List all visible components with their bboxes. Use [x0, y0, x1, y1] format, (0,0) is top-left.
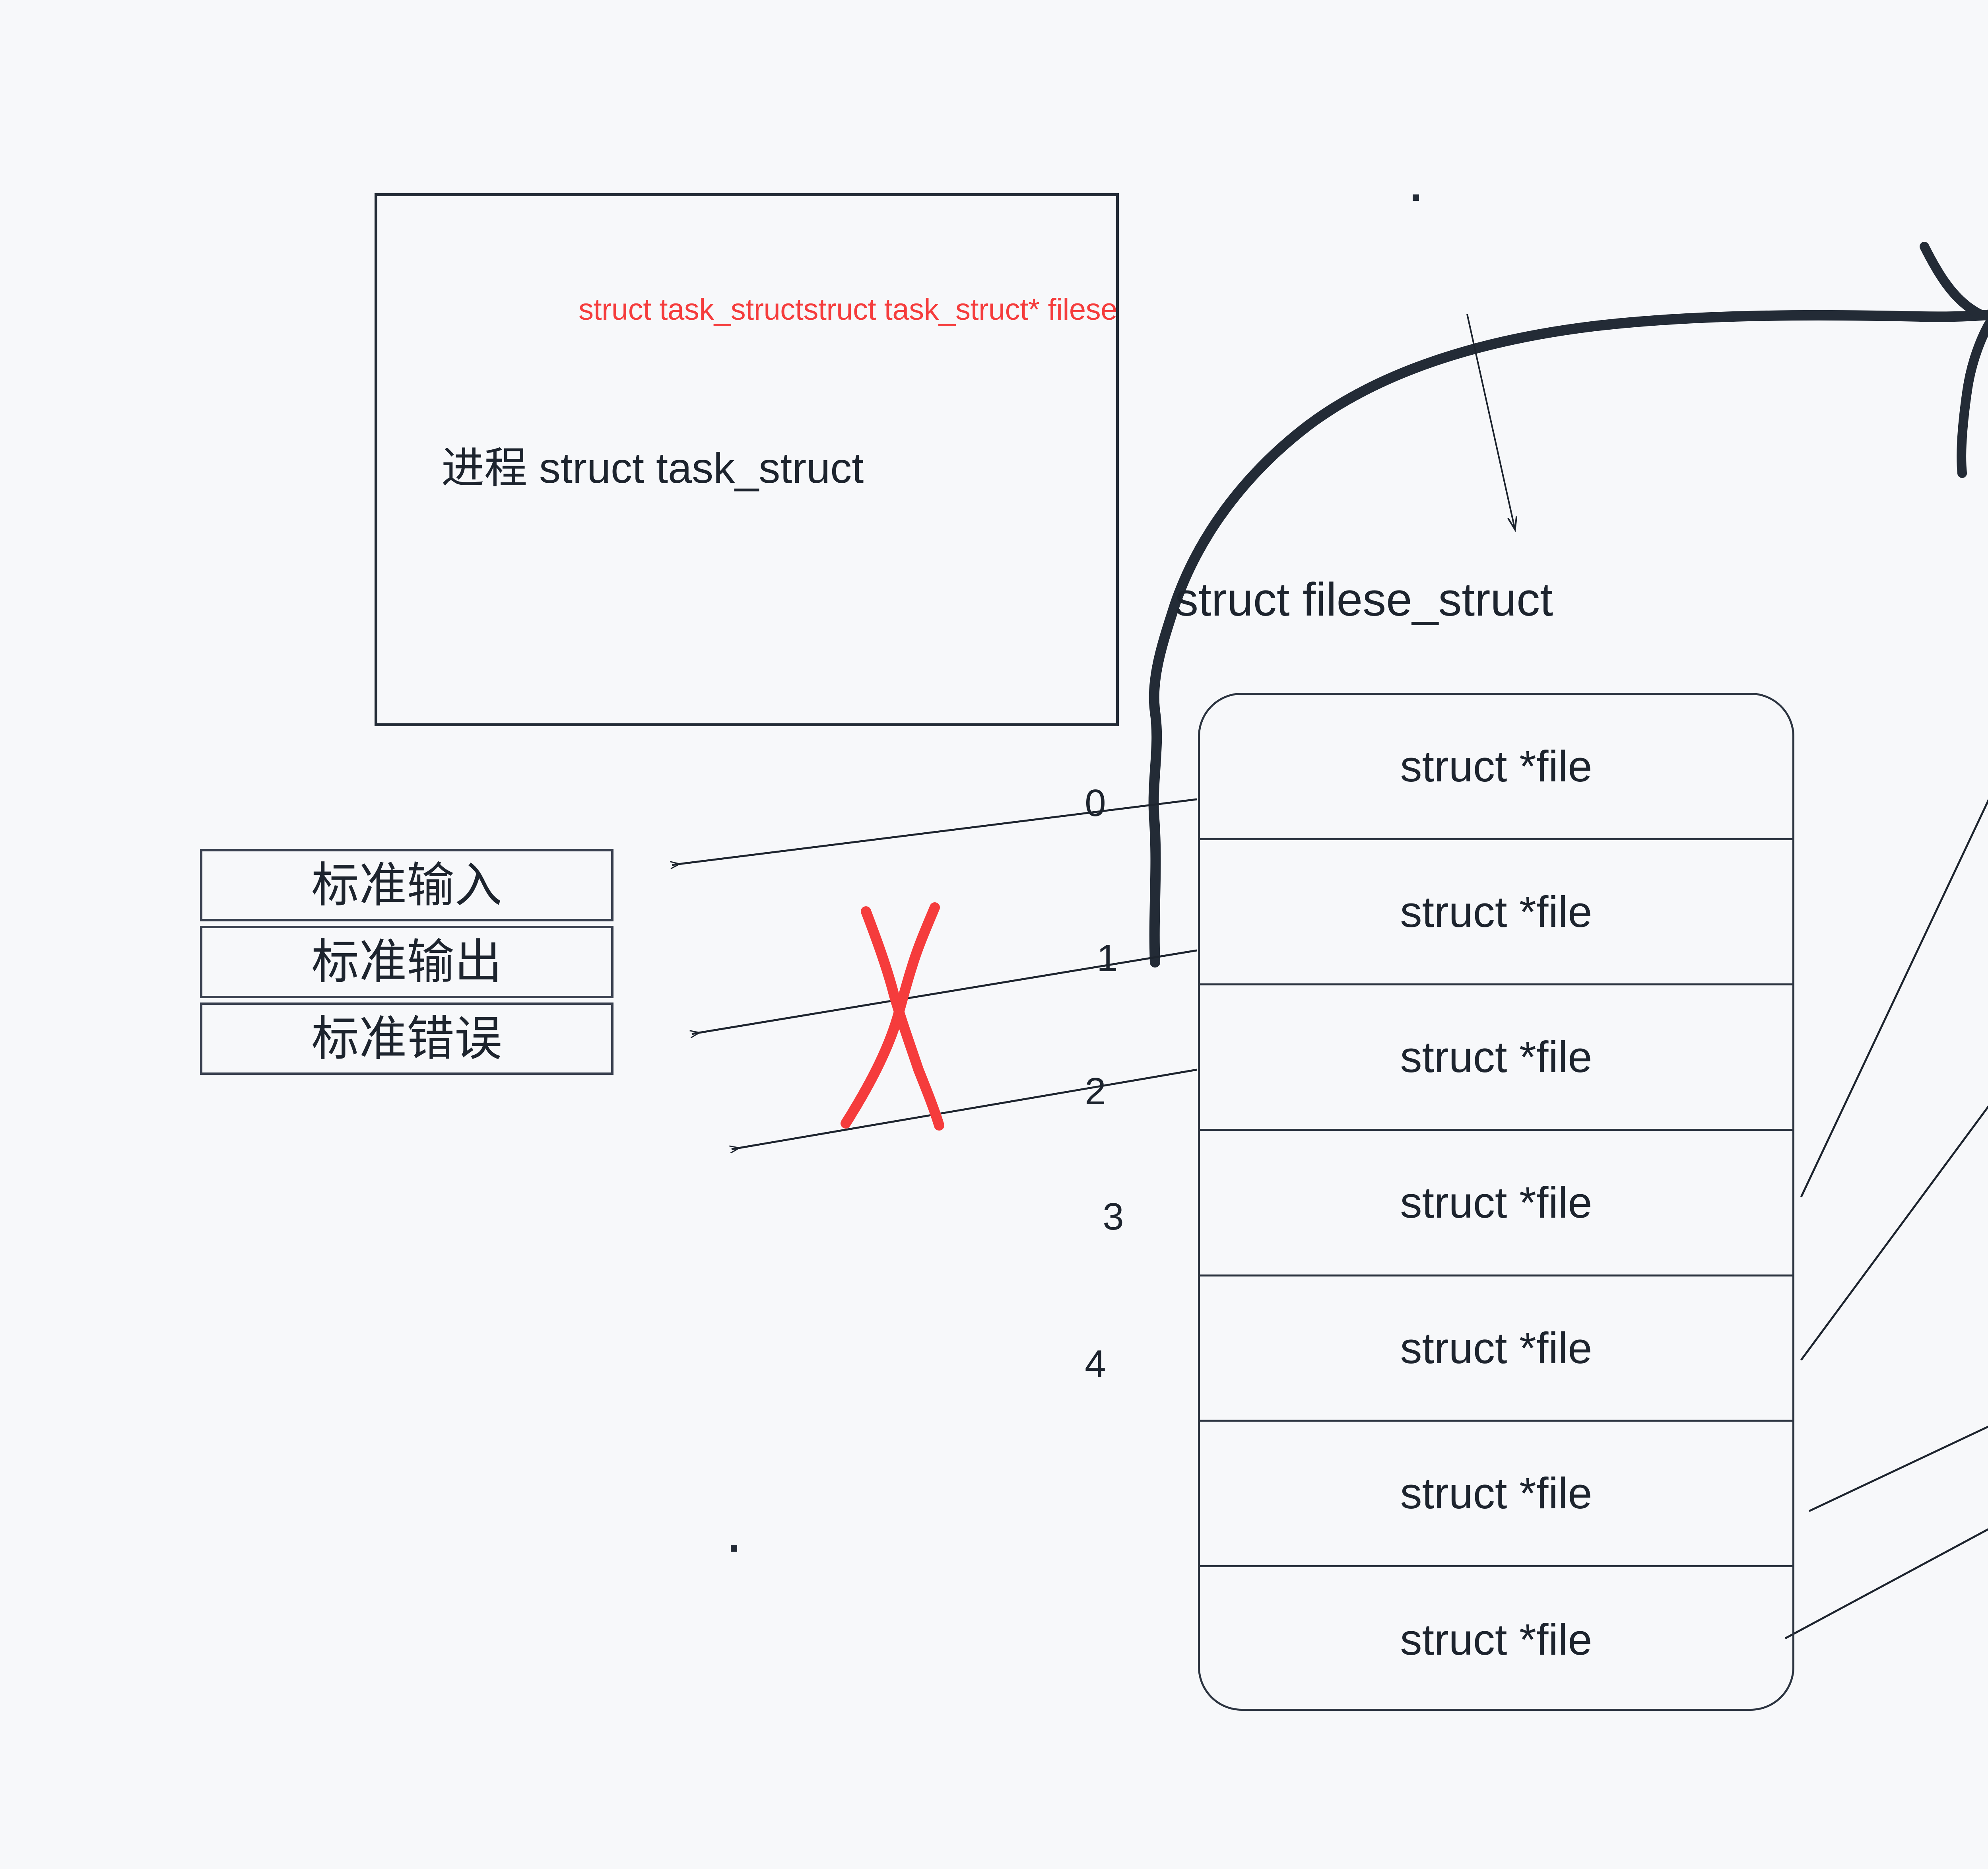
- fd-table-row[interactable]: struct *file: [1200, 1422, 1792, 1568]
- fd-table-row[interactable]: struct *file: [1200, 1276, 1792, 1422]
- fd-index-1: 1: [1097, 937, 1118, 979]
- fd-index-4: 4: [1085, 1342, 1106, 1385]
- fd-table-row-label: struct *file: [1400, 1469, 1592, 1518]
- red-cross-mark: [841, 902, 944, 1131]
- fd-index-3: 3: [1103, 1195, 1124, 1238]
- filese-struct-title: struct filese_struct: [1175, 573, 1553, 626]
- fd0-to-stdin-connector: [672, 798, 1197, 865]
- fdrow-to-file-box-2-connector: [1800, 799, 1988, 1198]
- dot-marker-bottom: [731, 1545, 737, 1552]
- standard-input-label: 标准输入: [311, 859, 502, 912]
- standard-output-box[interactable]: 标准输出: [200, 926, 613, 998]
- fd-table-row[interactable]: struct *file: [1200, 840, 1792, 986]
- task-struct-label: 进程 struct task_struct: [441, 444, 864, 492]
- fd-table-row-label: struct *file: [1400, 1323, 1592, 1373]
- fd-table-row-label: struct *file: [1400, 1178, 1592, 1227]
- fdrow-bottom-to-file-box-4-connector: [1784, 1528, 1988, 1640]
- fd-table-row[interactable]: struct *file: [1200, 695, 1792, 840]
- fd-index-2: 2: [1085, 1070, 1106, 1113]
- task-struct-box: [375, 193, 1119, 726]
- dot-marker-top: [1413, 194, 1419, 201]
- standard-error-label: 标准错误: [311, 1012, 502, 1065]
- fd-table-row-label: struct *file: [1400, 742, 1592, 791]
- fd-table-row[interactable]: struct *file: [1200, 1567, 1792, 1709]
- standard-output-label: 标准输出: [311, 935, 502, 989]
- filese-struct-label-pointer: [1466, 314, 1515, 529]
- filese-struct-table: struct *file struct *file struct *file s…: [1198, 693, 1794, 1711]
- standard-input-box[interactable]: 标准输入: [200, 849, 613, 921]
- fdrow-to-file-box-3-connector: [1800, 1105, 1988, 1361]
- fd2-to-stderr-connector: [732, 1069, 1197, 1149]
- task-struct-red-annotation: struct task_structstruct task_struct* fi…: [579, 293, 1117, 326]
- fd-table-row[interactable]: struct *file: [1200, 1131, 1792, 1276]
- fd-table-row-label: struct *file: [1400, 1033, 1592, 1082]
- fd-table-row-label: struct *file: [1400, 887, 1592, 936]
- fd-table-row-label: struct *file: [1400, 1615, 1592, 1665]
- standard-error-box[interactable]: 标准错误: [200, 1002, 613, 1075]
- fd-table-row[interactable]: struct *file: [1200, 985, 1792, 1131]
- fd-index-0: 0: [1085, 782, 1106, 824]
- fdrow-to-file-box-4-connector: [1808, 1426, 1988, 1512]
